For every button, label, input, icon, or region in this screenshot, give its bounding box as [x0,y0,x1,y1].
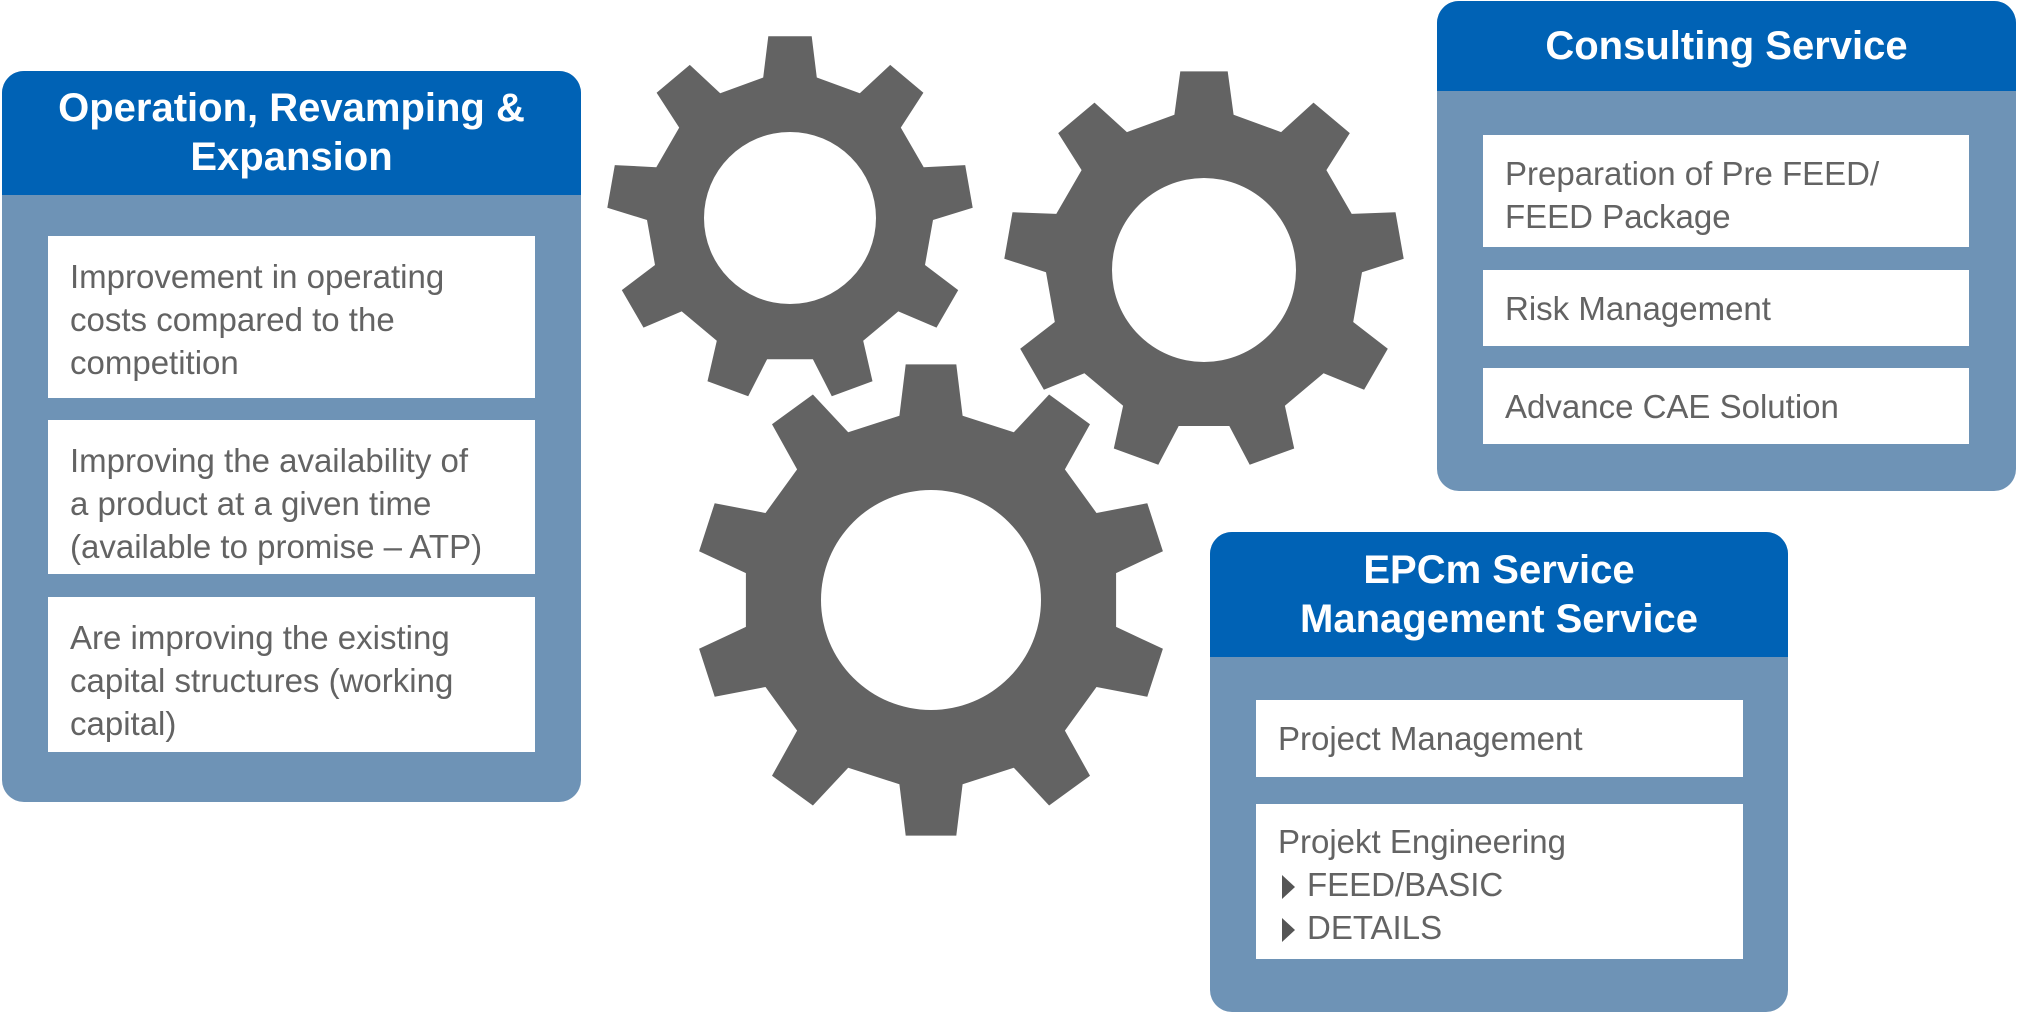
triangle-right-icon [1282,918,1295,942]
item-text-line: a product at a given time [70,485,432,522]
item-text-line: Advance CAE Solution [1505,388,1839,425]
item-text-line: capital) [70,705,177,742]
item-text-line: (available to promise – ATP) [70,528,483,565]
item-text-line: Improvement in operating [70,258,445,295]
item-text-line: Preparation of Pre FEED/ [1505,155,1880,192]
operation-revamping-expansion-panel: Operation, Revamping & Expansion Improve… [2,71,581,802]
panel-title-line: Operation, Revamping & [58,86,525,130]
panel-title-line: Consulting Service [1545,23,1908,68]
sub-item: DETAILS [1278,906,1721,949]
gear-icon [1004,71,1404,465]
sub-item-label: DETAILS [1307,909,1443,946]
gear-icon [699,364,1163,836]
panel-title-line: EPCm Service [1363,547,1635,592]
list-item: Project Management [1256,700,1743,777]
item-text-line: Improving the availability of [70,442,469,479]
panel-title-line: Management Service [1300,596,1698,641]
sub-item-label: FEED/BASIC [1307,866,1504,903]
consulting-service-panel: Consulting Service Preparation of Pre FE… [1437,1,2016,491]
list-item: Are improving the existing capital struc… [48,597,535,752]
item-text-line: Project Management [1278,720,1583,757]
item-text-line: capital structures (working [70,662,454,699]
item-text-line: Risk Management [1505,290,1771,327]
panel-title: EPCm Service Management Service [1210,532,1788,657]
item-text-line: Projekt Engineering [1278,823,1567,860]
gear-icon [607,36,973,397]
list-item: Projekt Engineering FEED/BASIC DETAILS [1256,804,1743,959]
list-item: Advance CAE Solution [1483,368,1969,444]
list-item: Risk Management [1483,270,1969,346]
sub-item: FEED/BASIC [1278,863,1721,906]
panel-title-line: Expansion [190,135,393,179]
item-text-line: Are improving the existing [70,619,450,656]
list-item: Improving the availability of a product … [48,420,535,574]
list-item: Preparation of Pre FEED/ FEED Package [1483,135,1969,247]
triangle-right-icon [1282,875,1295,899]
panel-title: Operation, Revamping & Expansion [2,71,581,195]
panel-title: Consulting Service [1437,1,2016,91]
item-text-line: FEED Package [1505,198,1731,235]
item-text-line: costs compared to the [70,301,395,338]
list-item: Improvement in operating costs compared … [48,236,535,398]
item-text-line: competition [70,344,239,381]
epcm-service-panel: EPCm Service Management Service Project … [1210,532,1788,1012]
